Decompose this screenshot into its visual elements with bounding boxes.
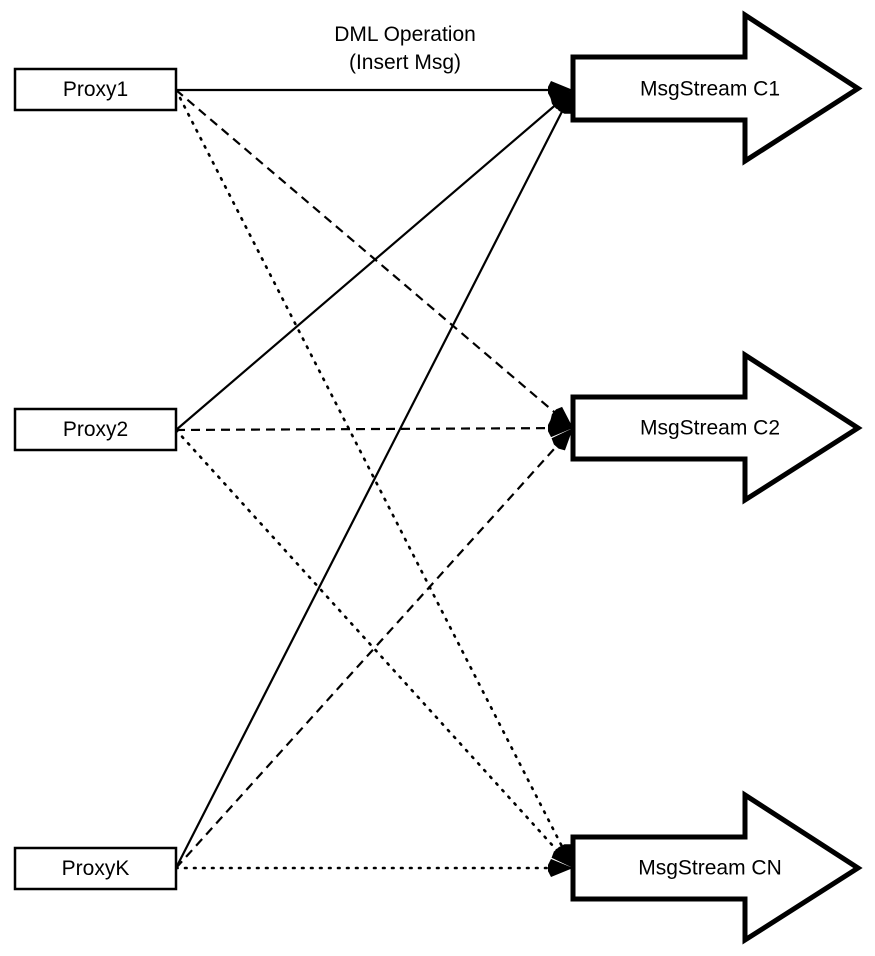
arrowhead-proxy2-cn [551, 845, 573, 868]
arrowhead-proxy2-c2 [547, 419, 573, 438]
edge-caption-line-2: (Insert Msg) [349, 51, 461, 74]
msgstream-label: MsgStream C2 [640, 417, 780, 440]
edge-proxy2-c1 [175, 98, 563, 431]
proxy-box-outline [13, 846, 178, 891]
proxy-node-proxyk[interactable]: ProxyK [13, 846, 178, 891]
edge-proxyk-c2 [175, 438, 564, 869]
msgstream-arrow-shape [570, 790, 863, 945]
arrowhead-proxy1-c1 [548, 81, 573, 99]
proxy-label: ProxyK [62, 857, 130, 880]
proxy-label: Proxy1 [63, 78, 128, 101]
arrowhead-proxyk-cn [548, 859, 573, 877]
edges-layer [174, 88, 568, 870]
msgstream-node-c2[interactable]: MsgStream C2 [570, 350, 863, 505]
msgstream-label: MsgStream C1 [640, 78, 780, 101]
proxy-node-proxy1[interactable]: Proxy1 [13, 67, 178, 112]
msgstream-label: MsgStream CN [638, 857, 782, 880]
proxy-box-outline [13, 407, 178, 452]
edge-caption-line-1: DML Operation [334, 23, 476, 46]
edge-proxy1-cn [174, 88, 568, 856]
proxy-box-outline [13, 67, 178, 112]
edge-proxy1-c2 [175, 89, 563, 420]
proxy-node-proxy2[interactable]: Proxy2 [13, 407, 178, 452]
arrowhead-proxy1-c2 [550, 406, 573, 428]
proxy-label: Proxy2 [63, 418, 128, 441]
msgstream-arrow-shape [570, 10, 863, 166]
edge-caption: DML Operation (Insert Msg) [334, 23, 476, 74]
msgstream-node-c1[interactable]: MsgStream C1 [570, 10, 863, 166]
msgstream-nodes-layer: MsgStream C1 MsgStream C2 MsgStream CN [570, 10, 863, 945]
edge-proxyk-c1 [175, 102, 568, 869]
msgstream-node-cn[interactable]: MsgStream CN [570, 790, 863, 945]
msgstream-arrow-shape [570, 350, 863, 505]
edge-proxy2-c2 [175, 426, 559, 432]
edge-proxy2-cn [174, 428, 565, 859]
arrowheads-layer [547, 81, 573, 877]
arrowhead-proxyk-c1 [554, 90, 573, 114]
arrowhead-proxyk-c2 [551, 428, 573, 451]
